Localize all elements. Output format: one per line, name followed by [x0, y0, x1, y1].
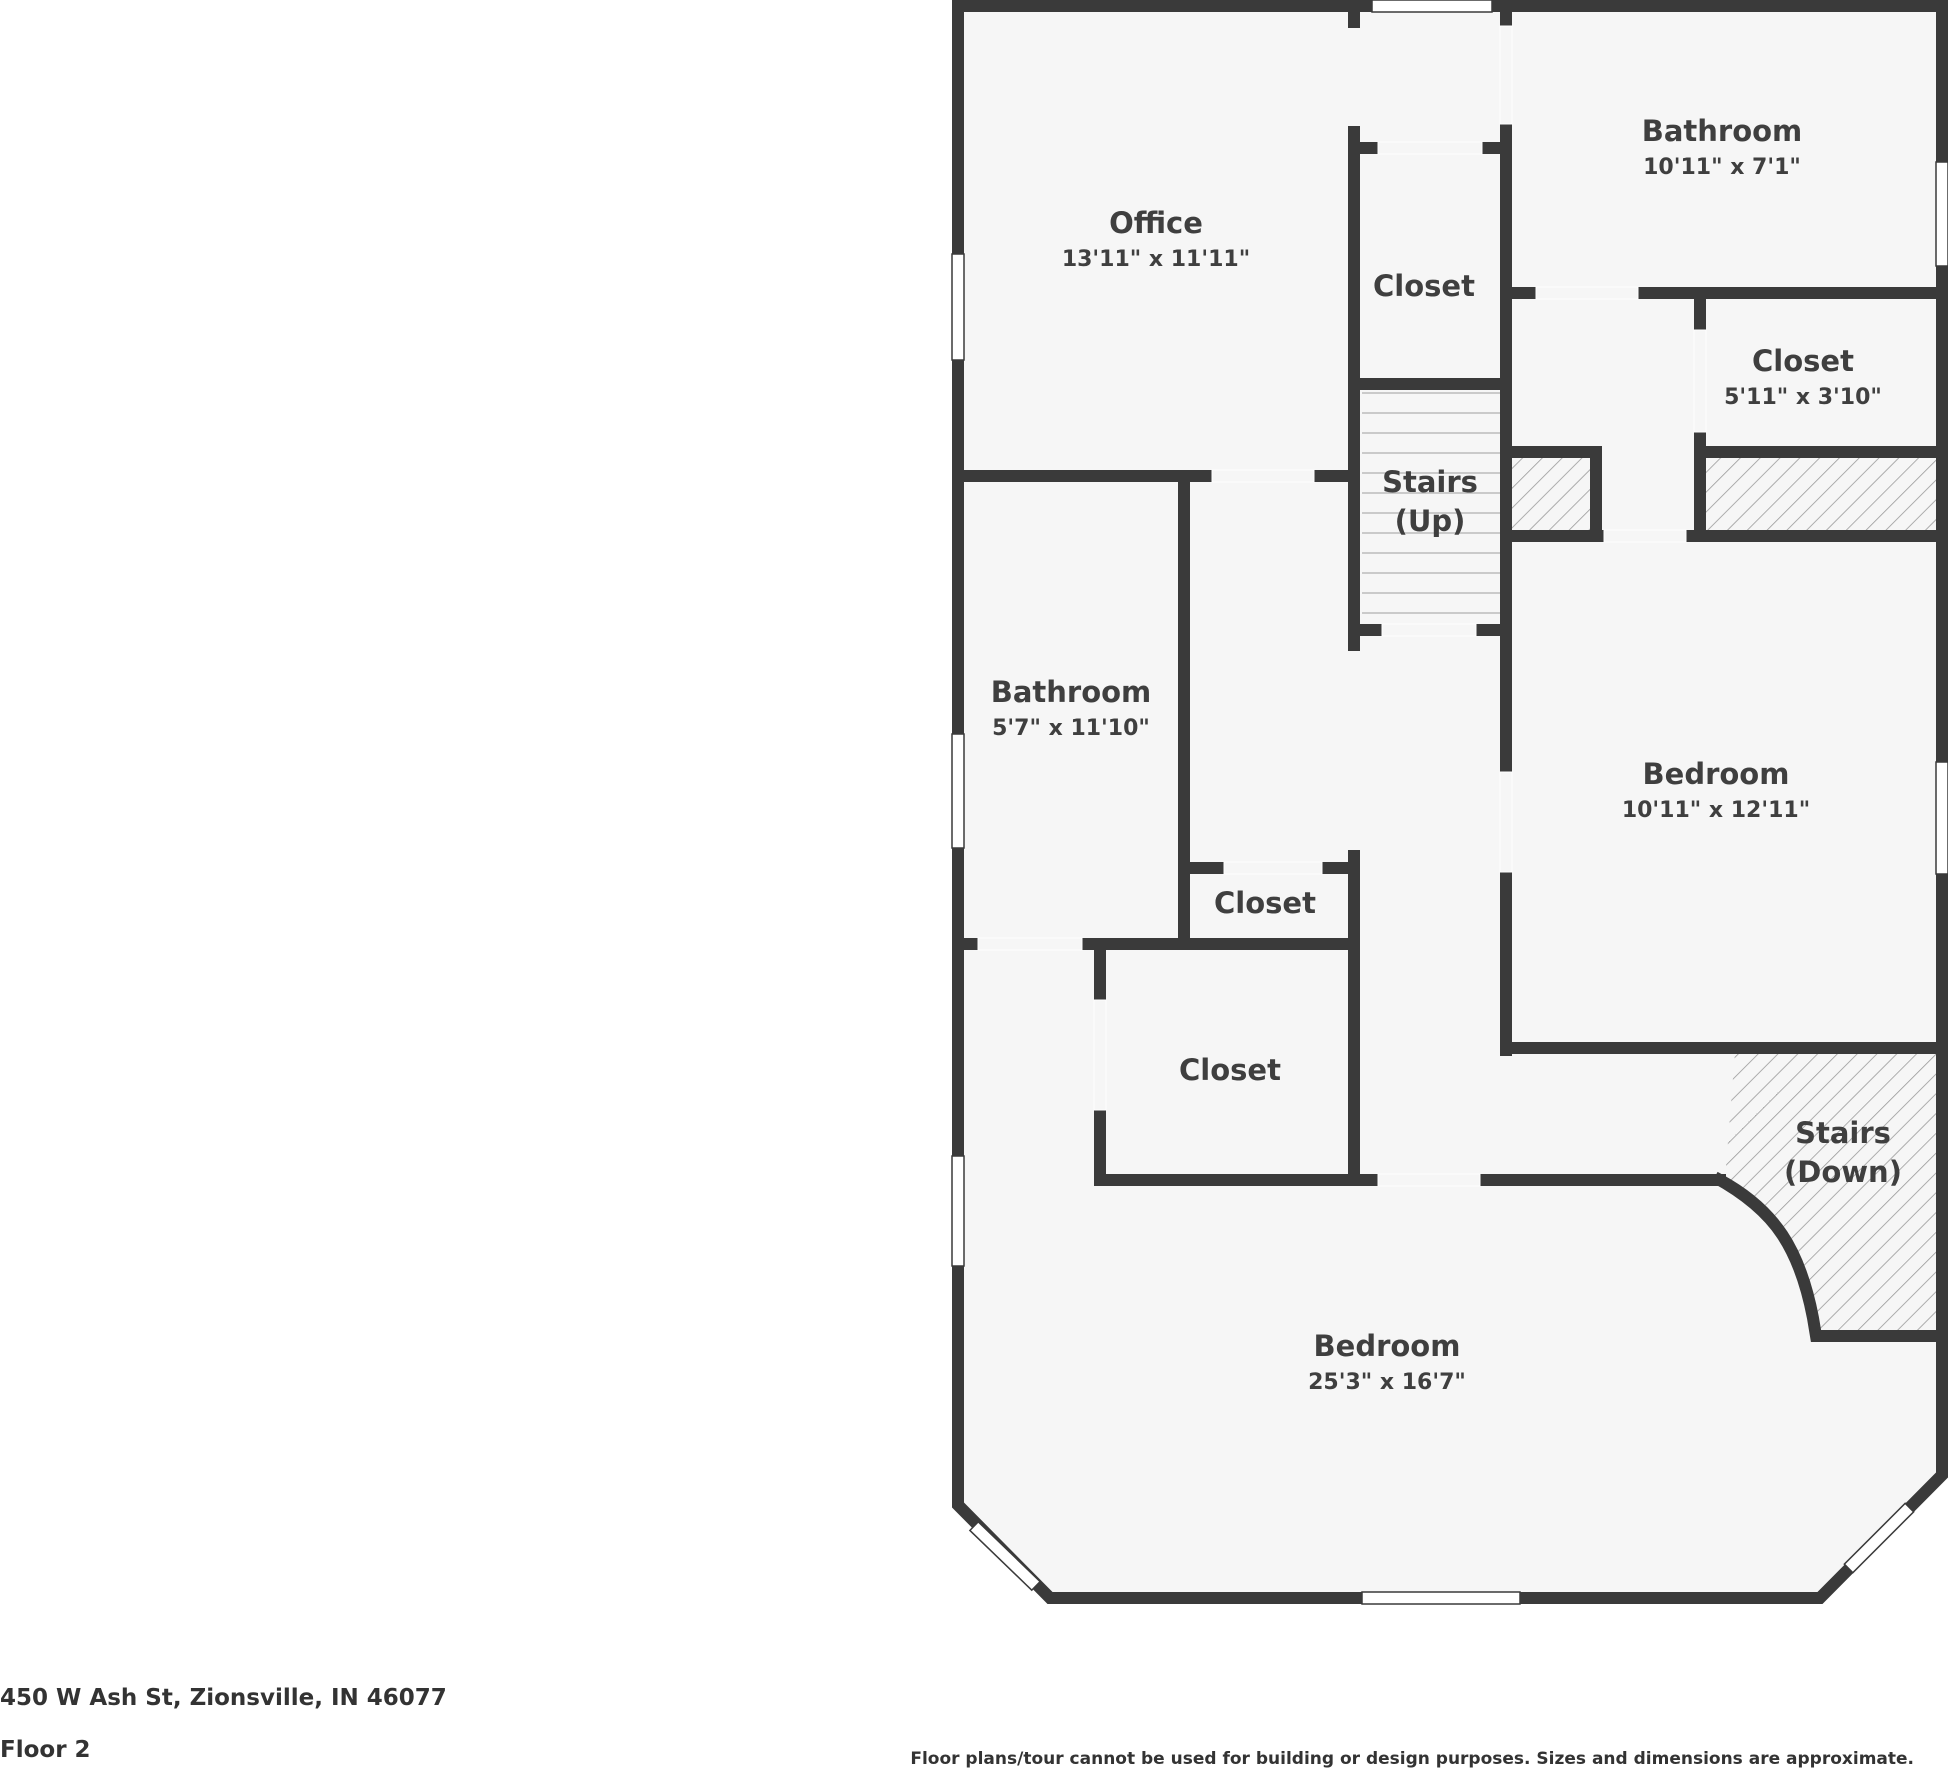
stairs-down-sub: (Down): [1784, 1155, 1902, 1189]
bedroom-main-dims: 25'3" x 16'7": [1308, 1370, 1466, 1395]
window-bath-right: [1935, 161, 1948, 267]
office-dims: 13'11" x 11'11": [1062, 247, 1250, 272]
windows: [951, 0, 1948, 1605]
bedroom-main-name: Bedroom: [1314, 1329, 1461, 1363]
window-top: [1371, 0, 1493, 13]
hatch-area-small: [1510, 452, 1594, 536]
bath-top-name: Bathroom: [1642, 114, 1803, 148]
hatch-area-wide: [1702, 452, 1940, 536]
window-bay-left: [968, 1520, 1042, 1592]
window-bottom: [1361, 1591, 1521, 1605]
stairs-up-treads: [1362, 392, 1500, 614]
window-bay-right: [1843, 1502, 1915, 1574]
bedroom-right-name: Bedroom: [1643, 757, 1790, 791]
window-office-left: [951, 253, 965, 361]
stairs-up-sub: (Up): [1395, 504, 1466, 538]
closet-right-name: Closet: [1752, 344, 1854, 378]
door-openings: [977, 25, 1707, 1187]
floor-label: Floor 2: [0, 1737, 91, 1763]
closet-mid-name: Closet: [1179, 1053, 1281, 1087]
window-bath-left: [951, 733, 965, 849]
bedroom-right-dims: 10'11" x 12'11": [1622, 798, 1810, 823]
address-label: 450 W Ash St, Zionsville, IN 46077: [0, 1685, 447, 1711]
window-bedroom-right: [1935, 761, 1948, 875]
disclaimer-text: Floor plans/tour cannot be used for buil…: [910, 1749, 1914, 1769]
closet-small-name: Closet: [1214, 886, 1316, 920]
room-labels: Office 13'11" x 11'11" Bathroom 10'11" x…: [991, 114, 1902, 1395]
stairs-down-hatch: [1725, 1052, 1936, 1336]
window-bedroom-left: [951, 1155, 965, 1267]
bath-left-name: Bathroom: [991, 675, 1152, 709]
bath-top-dims: 10'11" x 7'1": [1643, 155, 1801, 180]
bath-left-dims: 5'7" x 11'10": [992, 716, 1150, 741]
closet-right-dims: 5'11" x 3'10": [1724, 385, 1882, 410]
stairs-up-name: Stairs: [1382, 465, 1478, 499]
stairs-down-name: Stairs: [1795, 1116, 1891, 1150]
closet-top-name: Closet: [1373, 269, 1475, 303]
office-name: Office: [1109, 206, 1203, 240]
